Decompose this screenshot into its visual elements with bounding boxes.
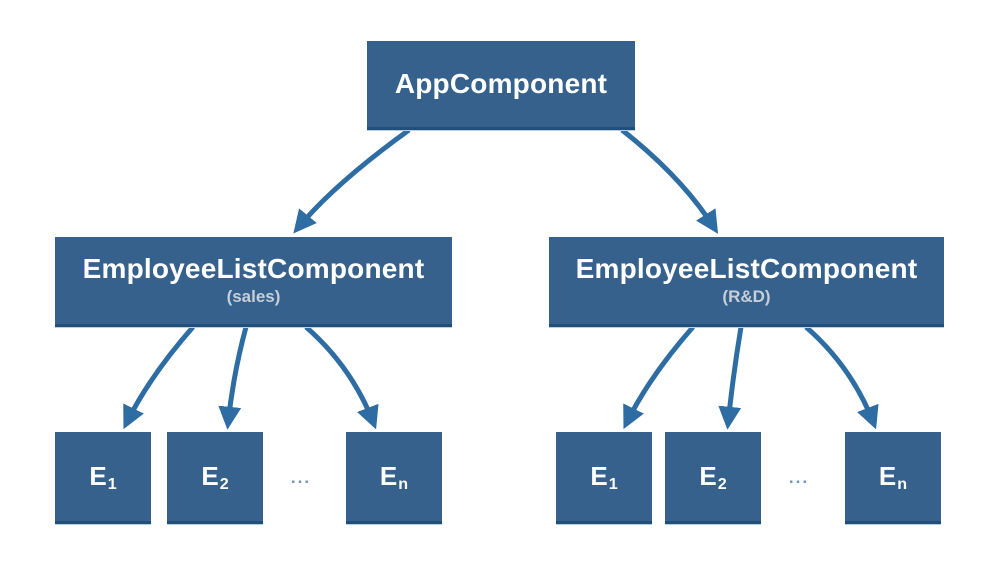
- arrow-right-list-to-en: [804, 325, 879, 430]
- arrow-root-to-right-list: [620, 128, 719, 234]
- sales-employee-2-label: E2: [201, 461, 229, 494]
- rnd-employee-n-node: En: [845, 432, 941, 524]
- rnd-employee-1-node: E1: [556, 432, 652, 524]
- rnd-employee-1-label: E1: [590, 461, 618, 494]
- arrow-root-to-left-list: [293, 127, 411, 234]
- arrow-left-list-to-e1: [123, 325, 195, 430]
- arrow-right-list-to-e1: [623, 325, 695, 430]
- sales-employee-1-node: E1: [55, 432, 151, 524]
- rnd-employee-2-label: E2: [699, 461, 727, 494]
- rnd-ellipsis: ...: [788, 468, 810, 487]
- employee-list-component-rnd-sublabel: (R&D): [722, 287, 771, 307]
- sales-employee-n-node: En: [346, 432, 442, 524]
- sales-ellipsis: ...: [290, 468, 312, 487]
- rnd-employee-2-node: E2: [665, 432, 761, 524]
- employee-list-component-rnd-label: EmployeeListComponent: [575, 252, 918, 284]
- arrow-right-list-to-e2: [718, 326, 744, 430]
- arrow-left-list-to-en: [304, 325, 379, 430]
- app-component-label: AppComponent: [394, 67, 608, 99]
- sales-employee-2-node: E2: [167, 432, 263, 524]
- sales-employee-n-label: En: [379, 461, 409, 494]
- app-component-node: AppComponent: [367, 41, 635, 130]
- employee-list-component-rnd-node: EmployeeListComponent (R&D): [549, 237, 944, 327]
- employee-list-component-sales-node: EmployeeListComponent (sales): [55, 237, 452, 327]
- employee-list-component-sales-sublabel: (sales): [226, 287, 281, 307]
- arrow-left-list-to-e2: [218, 326, 249, 430]
- employee-list-component-sales-label: EmployeeListComponent: [82, 252, 425, 284]
- rnd-employee-n-label: En: [878, 461, 908, 494]
- sales-employee-1-label: E1: [89, 461, 117, 494]
